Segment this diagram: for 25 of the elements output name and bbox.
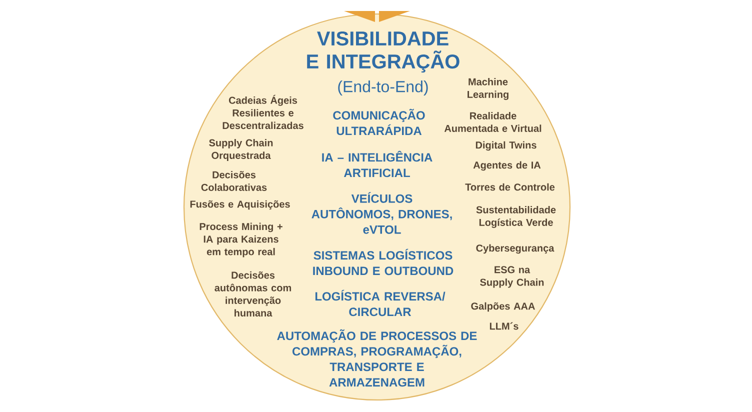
keyword-label: ESG na Supply Chain — [480, 266, 544, 288]
circle-panel — [183, 13, 571, 401]
keyword-label: LLM´s — [490, 322, 518, 330]
topic-label: SISTEMAS LOGÍSTICOS INBOUND E OUTBOUND — [313, 248, 454, 276]
keyword-label: Agentes de IA — [473, 161, 541, 171]
keyword-label: Fusões e Aquisições — [190, 200, 290, 210]
topic-label: COMUNICAÇÃO ULTRARÁPIDA — [333, 108, 425, 136]
topic-label: AUTOMAÇÃO DE PROCESSOS DE COMPRAS, PROGRAMAÇÃO, TRANSPORTE E ARMAZENAGEM — [277, 329, 477, 387]
keyword-label: Process Mining + IA para Kaizens em tempo real — [200, 222, 282, 258]
keyword-label: Cybersegurança — [476, 244, 554, 254]
keyword-label: Sustentabilidade Logística Verde — [476, 206, 556, 228]
topic-label: IA – INTELIGÊNCIA ARTIFICIAL — [322, 150, 432, 178]
heading: VISIBILIDADE E INTEGRAÇÃO — [307, 31, 460, 73]
keyword-label: Supply Chain Orquestrada — [209, 139, 273, 161]
keyword-label: Realidade Aumentada e Virtual — [444, 112, 542, 132]
subtitle: (End-to-End) — [338, 80, 428, 96]
keyword-label: Digital Twins — [476, 141, 536, 151]
keyword-label: Torres de Controle — [465, 183, 555, 191]
keyword-label: Machine Learning — [468, 78, 508, 100]
topic-label: VEÍCULOS AUTÔNOMOS, DRONES, eVTOL — [312, 192, 452, 234]
keyword-label: Decisões autônomas com intervenção humana — [214, 271, 291, 317]
keyword-label: Galpões AAA — [471, 302, 535, 312]
topic-label: LOGÍSTICA REVERSA/ CIRCULAR — [315, 290, 446, 316]
keyword-label: Decisões Colaborativas — [201, 171, 267, 191]
keyword-label: Cadeias Ágeis Resilientes e Descentralizadas — [222, 94, 304, 130]
